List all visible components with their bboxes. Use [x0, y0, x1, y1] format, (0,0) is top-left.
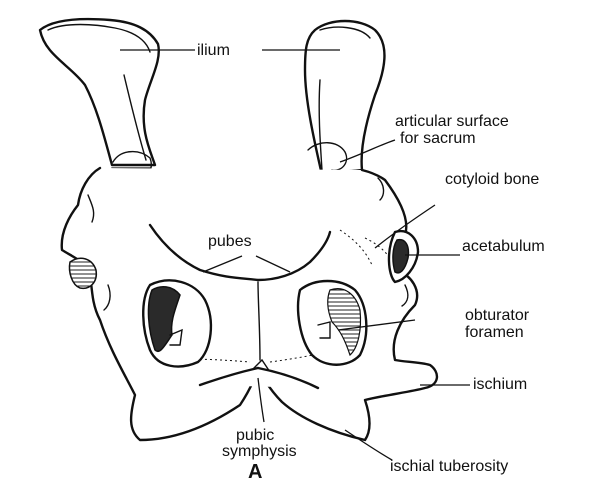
- left-acetabulum: [69, 258, 96, 288]
- label-obturator: obturator: [465, 307, 530, 324]
- label-ilium: ilium: [197, 42, 230, 59]
- label-ischium: ischium: [473, 376, 527, 393]
- label-for-sacrum: for sacrum: [400, 130, 476, 147]
- pelvic-body: [62, 168, 437, 440]
- label-pubes: pubes: [208, 233, 252, 250]
- figure-letter: A: [248, 461, 262, 480]
- label-articular-surface: articular surface: [395, 113, 509, 130]
- label-foramen: foramen: [465, 324, 524, 341]
- label-symphysis: symphysis: [222, 443, 297, 460]
- label-acetabulum: acetabulum: [462, 238, 545, 255]
- label-pubic: pubic: [236, 427, 274, 444]
- label-ischial-tuberosity: ischial tuberosity: [390, 458, 508, 475]
- label-cotyloid-bone: cotyloid bone: [445, 171, 539, 188]
